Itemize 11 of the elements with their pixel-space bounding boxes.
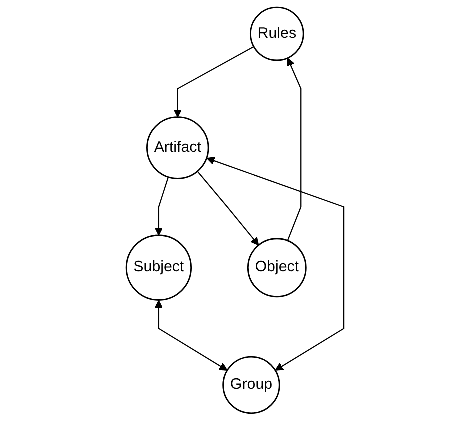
arrow — [173, 46, 254, 118]
arrow — [196, 171, 259, 246]
node-circle: Subject — [126, 234, 192, 301]
node-circle: Rules — [250, 6, 304, 62]
arrow — [154, 177, 169, 236]
arrow — [206, 157, 344, 371]
arrow — [154, 300, 228, 371]
node-circle: Artifact — [146, 116, 209, 180]
node-circle: Group — [222, 356, 280, 414]
arrow — [286, 58, 302, 242]
node-circle: Object — [247, 238, 307, 298]
